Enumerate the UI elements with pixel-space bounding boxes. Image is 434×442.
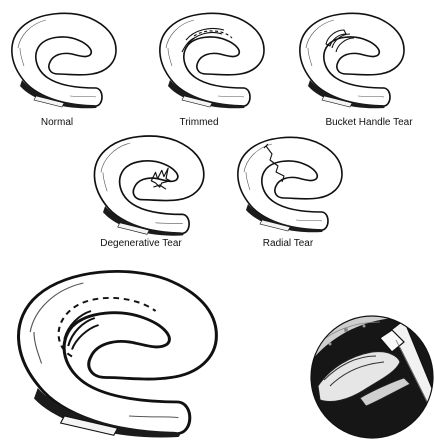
label-bucket-handle-tear: Bucket Handle Tear [325,117,413,128]
meniscus-degenerative-tear [94,136,203,236]
label-trimmed: Trimmed [179,117,218,128]
meniscus-radial-tear [238,137,342,232]
meniscus-normal [12,13,116,108]
label-radial-tear: Radial Tear [263,238,314,249]
meniscus-bucket-handle-tear [300,13,404,108]
arthroscopic-view-inset [311,316,434,438]
meniscus-trim-outline-large [19,271,217,437]
meniscus-trimmed [160,13,264,108]
label-degenerative-tear: Degenerative Tear [100,238,182,249]
label-normal: Normal [41,117,73,128]
